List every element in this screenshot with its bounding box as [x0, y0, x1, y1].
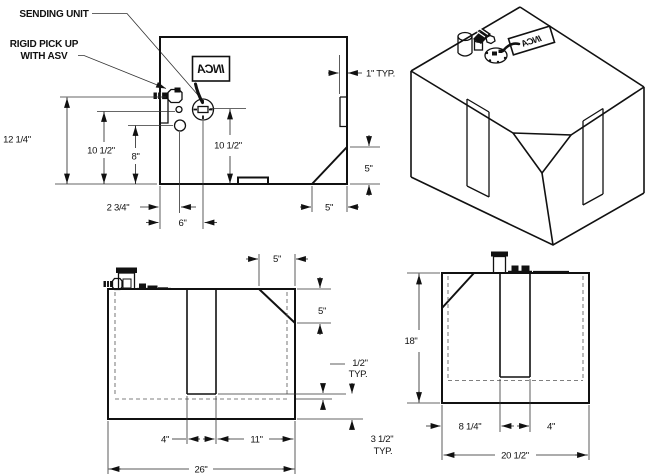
dim-side-wall-typ: TYP.: [349, 369, 368, 380]
dim-side-base: 3 1/2": [371, 434, 394, 445]
dim-front-fitting-offset: 2 3/4": [107, 203, 130, 214]
side-dimensions: 5" 5" 1/2" TYP. 3 1/2" TYP. 4" 11": [108, 254, 394, 476]
dim-side-groove-to-end: 11": [250, 435, 262, 446]
front-view: INCA: [3, 36, 395, 230]
dim-front-sender-offset: 6": [178, 218, 186, 229]
dim-side-notch-width: 5": [273, 254, 281, 265]
end-top-fittings: [491, 251, 569, 274]
end-view: 18" 8 1/4" 4" 20 1/2": [404, 251, 590, 462]
dim-side-base-typ: TYP.: [374, 446, 393, 457]
isometric-view: INCA: [410, 6, 645, 246]
front-logo: INCA: [191, 55, 231, 82]
leader-rigid-pickup: [78, 55, 167, 89]
callout-rigid-pickup: RIGID PICK UP: [10, 39, 79, 50]
dim-front-notch-height: 5": [364, 164, 372, 175]
side-view: 5" 5" 1/2" TYP. 3 1/2" TYP. 4" 11": [103, 254, 394, 476]
iso-v-notch: [511, 132, 573, 175]
dim-front-notch-width: 5": [325, 203, 333, 214]
end-dimensions: 18" 8 1/4" 4" 20 1/2": [404, 273, 588, 462]
front-extension-lines: [55, 55, 380, 229]
dim-front-vent-height: 10 1/2": [87, 146, 115, 157]
leader-sending-unit: [92, 13, 202, 99]
front-logo-text: INCA: [197, 62, 224, 76]
side-top-fittings: [103, 267, 171, 291]
vent-fitting: [175, 105, 183, 114]
rigid-pickup-fitting: [153, 87, 183, 104]
sending-unit-flange: [191, 82, 215, 121]
callout-sending-unit: SENDING UNIT: [19, 9, 88, 20]
end-extension-lines: [407, 272, 590, 460]
dim-side-notch-height: 5": [318, 306, 326, 317]
dim-side-groove-width: 4": [161, 435, 169, 446]
iso-right-channel: [582, 107, 604, 206]
dim-end-width: 20 1/2": [501, 451, 529, 462]
iso-box-edges: [410, 6, 645, 246]
dim-end-groove-width: 4": [547, 422, 555, 433]
dim-front-channel-inset: 1" TYP.: [366, 69, 395, 80]
dim-front-sender-height: 10 1/2": [214, 141, 242, 152]
dim-side-length: 26": [194, 465, 207, 476]
callout-with-asv: WITH ASV: [21, 51, 68, 62]
callout-labels: SENDING UNIT RIGID PICK UP WITH ASV: [10, 9, 202, 99]
iso-left-channel: [466, 98, 490, 198]
dim-side-wall: 1/2": [352, 358, 367, 369]
side-tank-outline: [107, 288, 296, 420]
end-tank-outline: [441, 272, 590, 404]
dim-front-overall-height: 12 1/4": [3, 135, 31, 146]
iso-logo: INCA: [507, 25, 556, 56]
front-dimensions: 12 1/4" 10 1/2" 8" 2 3/4" 6" 10 1/2" 1" …: [3, 69, 395, 230]
dim-end-groove-offset: 8 1/4": [459, 422, 482, 433]
dim-end-height: 18": [404, 336, 417, 347]
outlet-fitting: [173, 119, 187, 132]
dim-front-outlet-height: 8": [131, 152, 139, 163]
side-extension-lines: [107, 254, 363, 474]
front-tank-outline: [159, 36, 348, 185]
